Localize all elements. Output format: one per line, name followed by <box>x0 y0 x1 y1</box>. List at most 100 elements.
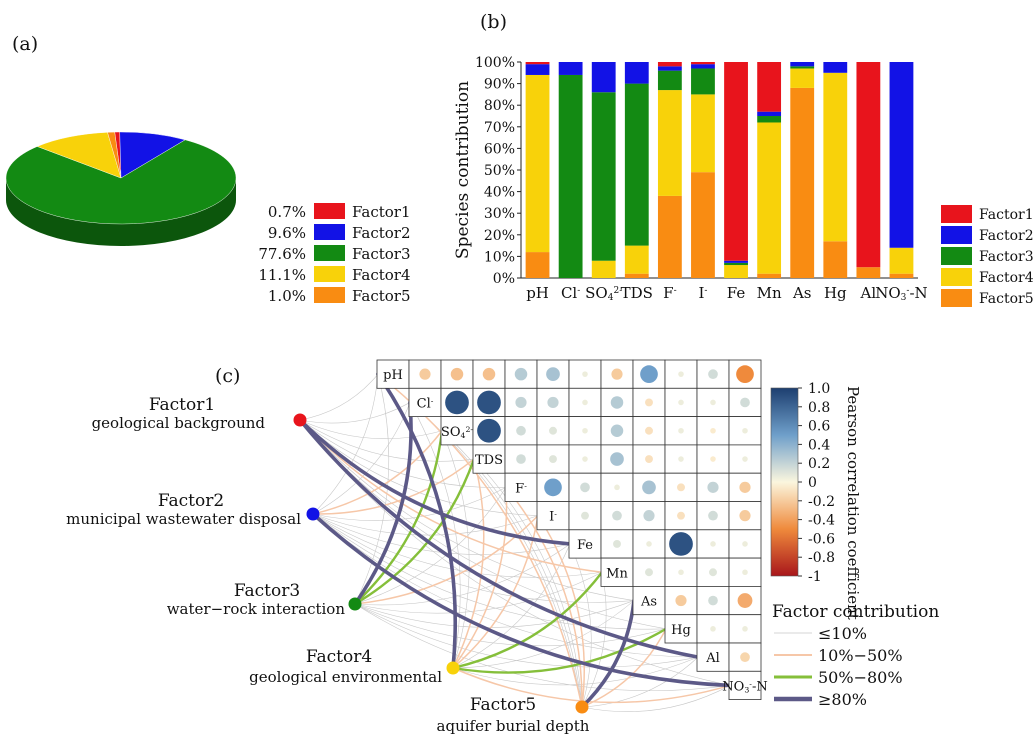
heatmap-circle <box>611 368 623 380</box>
heatmap-circle <box>613 539 621 548</box>
network-link-faint <box>312 513 571 555</box>
heatmap-circle <box>582 456 588 462</box>
heatmap-circle <box>708 595 718 606</box>
heatmap-circle <box>642 480 656 495</box>
network-link-faint <box>581 685 731 713</box>
pie-slice-Factor5 <box>107 131 122 179</box>
bar-segment-Factor4 <box>624 245 649 274</box>
bar-category-label: Fe <box>727 284 746 302</box>
heatmap-circle <box>646 541 652 547</box>
pie-legend-label: Factor4 <box>352 266 411 284</box>
colorbar-tick-label: 1.0 <box>808 381 830 397</box>
heatmap-circle <box>678 399 684 406</box>
heatmap-cell <box>696 416 730 446</box>
heatmap-circle <box>582 399 588 406</box>
network-link-faint <box>299 419 635 601</box>
heatmap-circle <box>546 367 560 381</box>
network-link-faint <box>452 600 635 669</box>
heatmap-circle <box>710 541 716 547</box>
network-link <box>376 372 457 670</box>
variable-label: Cl- <box>417 396 434 411</box>
pie-slice-Factor3 <box>5 139 237 225</box>
stacked-bar-chart: Species contribution 0%10%20%30%40%50%60… <box>453 55 1034 307</box>
heatmap-circle <box>516 454 526 464</box>
heatmap-circle <box>740 397 750 408</box>
network-link <box>505 486 583 708</box>
contribution-legend-label: 50%−80% <box>818 668 903 687</box>
bar-y-tick-label: 0% <box>493 271 515 287</box>
network-link <box>353 429 444 606</box>
pie-legend-swatch <box>314 203 345 219</box>
heatmap-circle <box>645 568 653 577</box>
factor-description-label: municipal wastewater disposal <box>66 510 301 528</box>
heatmap-circle <box>710 626 716 632</box>
heatmap-circle <box>709 568 717 577</box>
bar-segment-Factor4 <box>790 68 815 88</box>
factor-name-label: Factor2 <box>158 491 224 511</box>
bar-segment-Factor1 <box>856 62 881 268</box>
heatmap-circle <box>549 426 557 435</box>
pie-legend-swatch <box>314 266 345 282</box>
heatmap-circle <box>581 511 589 520</box>
heatmap-circle <box>610 396 624 409</box>
network-link-faint <box>581 656 699 708</box>
heatmap-circle <box>549 455 557 464</box>
heatmap-circle <box>677 483 685 492</box>
network-link-faint <box>569 543 592 708</box>
bar-segment-Factor4 <box>889 247 914 274</box>
bar-segment-Factor1 <box>525 62 550 65</box>
colorbar-tick-label: -0.6 <box>808 531 835 547</box>
bar-segment-Factor2 <box>757 111 782 116</box>
network-links <box>298 372 732 713</box>
heatmap-circle <box>582 371 588 377</box>
heatmap-circle <box>678 427 684 434</box>
network-link <box>452 458 485 669</box>
network-link-faint <box>299 419 475 462</box>
bar-segment-Factor1 <box>757 62 782 112</box>
pie-value-label: 11.1% <box>258 266 306 284</box>
bar-segment-Factor3 <box>691 68 715 95</box>
heatmap-circle <box>515 396 527 409</box>
heatmap-circle <box>610 424 624 437</box>
bar-legend-label: Factor2 <box>979 228 1034 244</box>
pie-chart: 0.7%Factor19.6%Factor277.6%Factor311.1%F… <box>5 131 411 305</box>
pie-legend-label: Factor5 <box>352 287 411 305</box>
pie-legend-label: Factor2 <box>352 224 411 242</box>
bar-segment-Factor2 <box>558 62 583 75</box>
heatmap-circle <box>547 396 559 409</box>
colorbar-tick-label: -0.4 <box>808 513 835 529</box>
correlation-colorbar: Pearson correlation coefficient 1.00.80.… <box>770 381 862 620</box>
network-link-faint <box>473 458 583 708</box>
bar-legend-label: Factor1 <box>979 207 1034 223</box>
bar-segment-Factor2 <box>525 64 550 75</box>
network-link <box>537 514 585 708</box>
contribution-legend-title: Factor contribution <box>772 602 939 622</box>
bar-segment-Factor3 <box>790 66 815 69</box>
bar-segment-Factor3 <box>558 74 583 279</box>
network-link <box>452 514 539 669</box>
contribution-legend-label: ≤10% <box>818 624 867 643</box>
variable-label: Hg <box>671 623 691 638</box>
heatmap-circle <box>708 369 718 379</box>
bar-category-label: Al <box>860 284 877 302</box>
bar-category-label: NO3--N <box>875 284 927 303</box>
heatmap-circle <box>669 532 693 556</box>
network-link-faint <box>299 419 507 488</box>
bar-category-label: Mn <box>757 284 782 302</box>
bar-category-label: Cl- <box>561 284 580 302</box>
heatmap-circle <box>645 455 653 464</box>
heatmap-circle <box>544 478 562 497</box>
heatmap-circle <box>742 569 748 576</box>
pie-legend-swatch <box>314 245 345 261</box>
heatmap-circle <box>678 456 684 462</box>
bar-segment-Factor5 <box>691 172 715 278</box>
bar-segment-Factor5 <box>624 273 649 278</box>
variable-label: SO42- <box>441 424 474 439</box>
heatmap-cell <box>664 416 698 446</box>
heatmap-circle <box>482 367 496 381</box>
pie-legend-swatch <box>314 287 345 303</box>
network-link-faint <box>299 402 411 424</box>
bar-legend-label: Factor4 <box>979 270 1034 286</box>
